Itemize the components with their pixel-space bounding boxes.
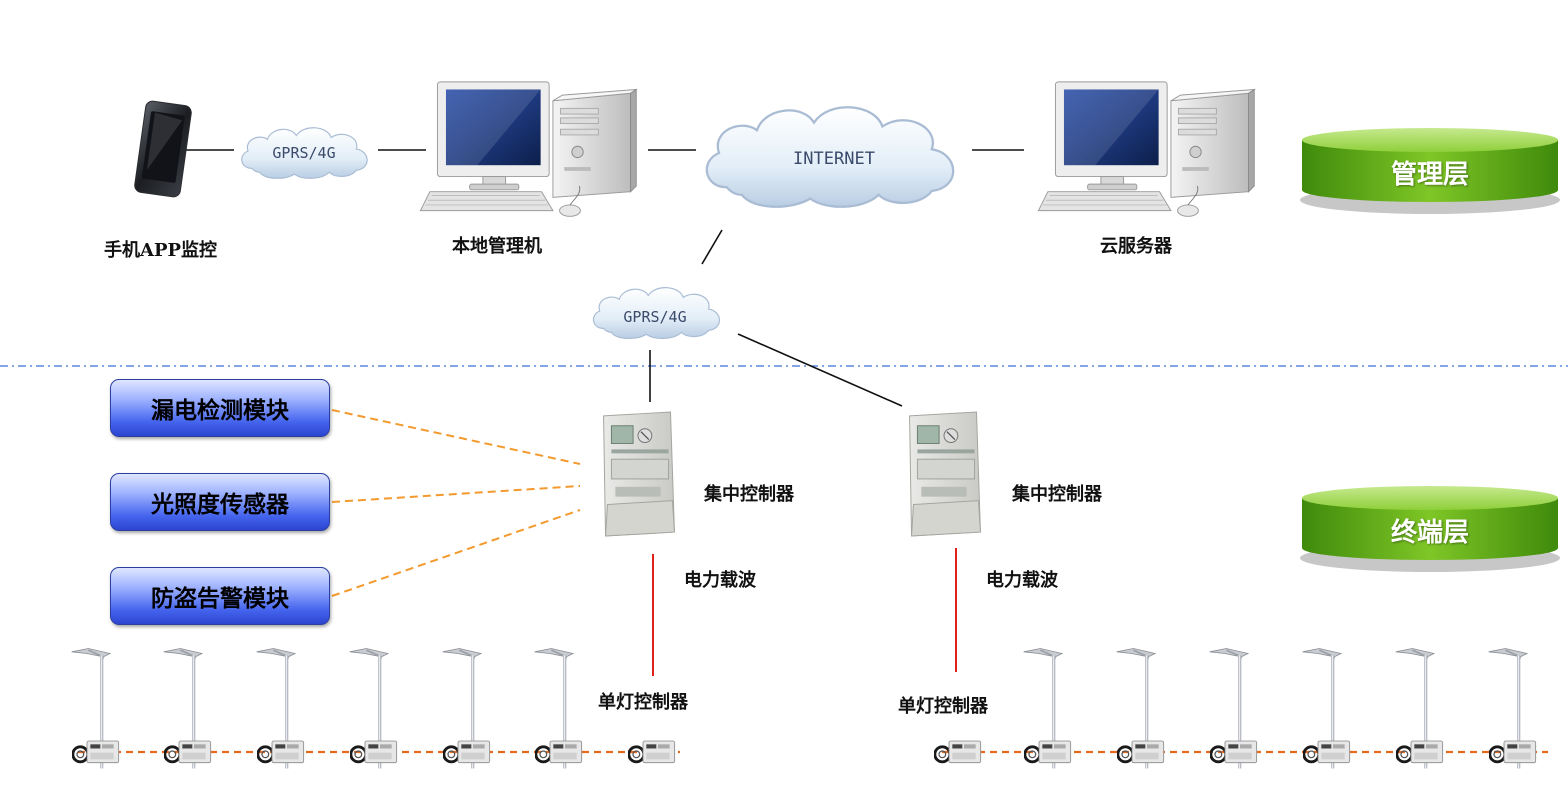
- layer-badge-terminal: [1300, 486, 1560, 572]
- management-layer-label: 管理层: [1390, 160, 1469, 190]
- network-links: [186, 149, 1024, 407]
- svg-text:INTERNET: INTERNET: [793, 149, 875, 169]
- phone-icon: [134, 100, 192, 198]
- concentrator-label-2: 集中控制器: [1012, 484, 1102, 505]
- gprs-cloud-top: GPRS/4G: [241, 127, 368, 179]
- local-pc-label: 本地管理机: [452, 236, 542, 257]
- plc-label-1: 电力载波: [684, 570, 756, 591]
- concentrator-label-1: 集中控制器: [704, 484, 794, 505]
- link-leakage-concentrator: [331, 409, 581, 465]
- single-lamp-controller-icon: [1210, 739, 1259, 765]
- local-pc-icon: [419, 81, 637, 217]
- svg-text:GPRS/4G: GPRS/4G: [623, 308, 686, 326]
- street-lamp-group-left: [70, 647, 574, 770]
- anti-theft-module: 防盗告警模块: [110, 567, 330, 625]
- single-lamp-label-1: 单灯控制器: [598, 692, 688, 713]
- single-lamp-controller-icon: [535, 739, 584, 765]
- terminal-layer-label: 终端层: [1390, 518, 1469, 548]
- single-lamp-controller-icon: [934, 739, 983, 765]
- plc-label-2: 电力载波: [986, 570, 1058, 591]
- link-internet-gprs: [701, 229, 723, 265]
- plc-links: [652, 548, 957, 676]
- layer-badge-management: [1300, 128, 1560, 214]
- gprs-cloud-middle: GPRS/4G: [592, 287, 721, 340]
- svg-text:GPRS/4G: GPRS/4G: [272, 144, 335, 162]
- link-gprs-concentrator2: [737, 333, 903, 407]
- sensor-links: [331, 409, 581, 597]
- link-antitheft-concentrator: [331, 509, 581, 597]
- phone-label: 手机APP监控: [104, 240, 218, 261]
- internet-cloud: INTERNET: [705, 105, 955, 209]
- single-lamp-label-2: 单灯控制器: [898, 696, 988, 717]
- single-lamp-controller-icon: [1303, 739, 1352, 765]
- concentrator-icon-2: [908, 411, 982, 537]
- cloud-server-icon: [1037, 81, 1255, 217]
- concentrator-icon-1: [602, 411, 676, 537]
- street-lamp-group-right: [1022, 647, 1528, 770]
- light-sensor-module: 光照度传感器: [110, 473, 330, 531]
- link-light-concentrator: [331, 485, 581, 503]
- cloud-server-label: 云服务器: [1100, 236, 1172, 257]
- single-lamp-controllers-right: [934, 739, 1538, 765]
- leakage-detection-module: 漏电检测模块: [110, 379, 330, 437]
- single-lamp-controller-icon: [164, 739, 213, 765]
